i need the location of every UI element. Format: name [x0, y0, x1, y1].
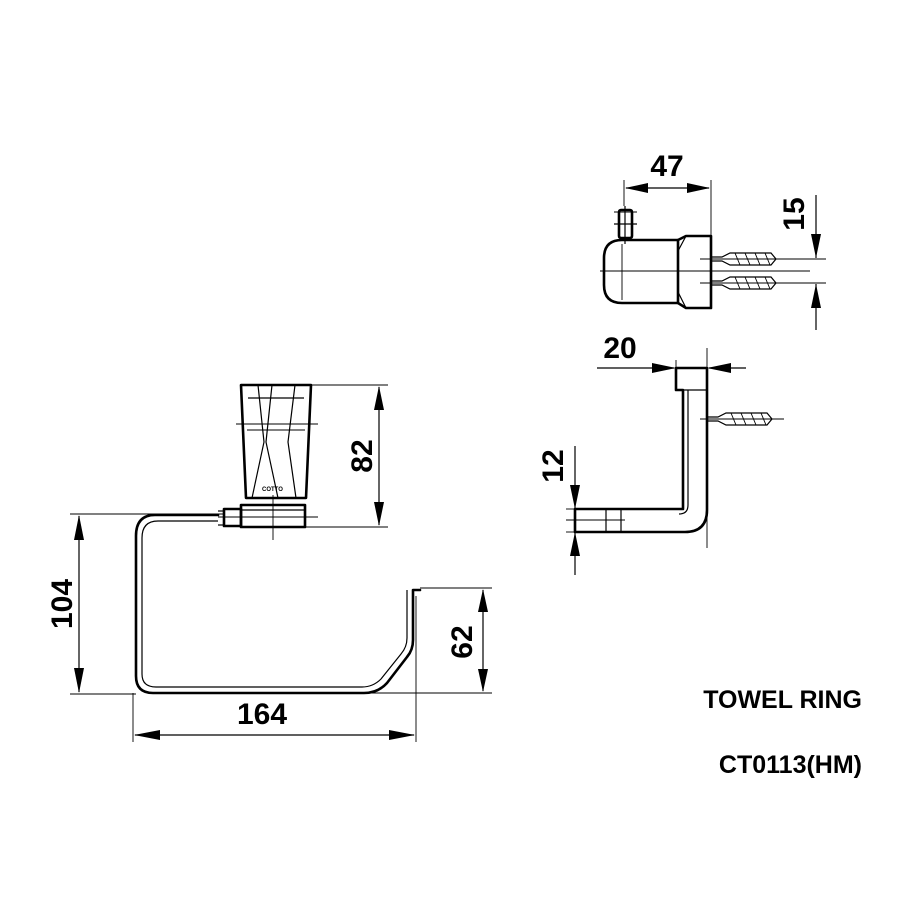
- title-block: TOWEL RING CT0113(HM): [703, 686, 862, 779]
- dimension-holder-height: 82: [305, 384, 388, 528]
- dimension-ring-width: 164: [132, 596, 417, 742]
- dim-164-label: 164: [237, 698, 287, 731]
- dim-104-label: 104: [46, 579, 79, 629]
- dim-12-label: 12: [537, 449, 570, 482]
- front-view: COTTO 82: [46, 383, 492, 742]
- dimension-drop-height: 62: [370, 587, 492, 694]
- dim-15-label: 15: [778, 197, 811, 230]
- dim-62-label: 62: [446, 625, 479, 658]
- section-view: 20 12: [537, 332, 784, 575]
- dimension-side-offset: 15: [772, 195, 826, 330]
- dim-20-label: 20: [603, 332, 636, 365]
- knob: [614, 206, 637, 244]
- dimension-ring-height: 104: [46, 513, 224, 695]
- brand-logo: COTTO: [262, 487, 283, 493]
- dim-47-label: 47: [650, 150, 683, 183]
- screw-section: [700, 412, 784, 426]
- ring-tube: [134, 513, 422, 695]
- holder-block: COTTO: [218, 383, 318, 540]
- dimension-side-depth: 47: [623, 150, 712, 236]
- side-view: 47 15: [600, 150, 826, 330]
- dimension-section-thickness: 12: [537, 446, 580, 575]
- dim-82-label: 82: [346, 439, 379, 472]
- dimension-section-width: 20: [597, 332, 746, 373]
- product-code: CT0113(HM): [719, 751, 862, 779]
- product-name: TOWEL RING: [703, 686, 862, 714]
